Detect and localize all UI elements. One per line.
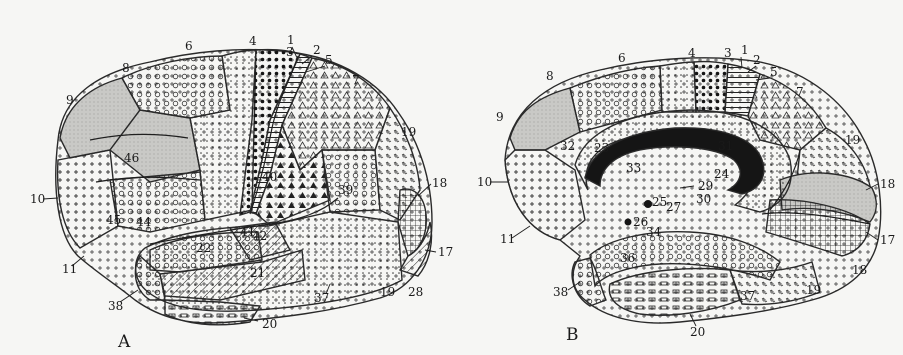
area-label: 18 — [880, 177, 895, 191]
area-label: 24 — [714, 167, 730, 181]
panel-b-medial-view — [505, 58, 881, 323]
area-label: 17 — [438, 245, 453, 259]
area-label: 25 — [652, 195, 667, 209]
area-label: 10 — [30, 192, 45, 206]
area-label: 38 — [553, 285, 568, 299]
area-label: 19 — [845, 133, 860, 147]
area-label: 37 — [314, 291, 329, 305]
area-label: 3 — [724, 46, 732, 60]
area-label: 19 — [806, 283, 821, 297]
area-label: 27 — [666, 200, 681, 214]
area-label: 9 — [66, 93, 74, 107]
area-label: 23 — [594, 141, 609, 155]
area-label: 18 — [852, 263, 867, 277]
panel-b-spot-26 — [625, 219, 632, 226]
area-label: 40 — [262, 170, 277, 184]
area-label: 5 — [325, 53, 333, 67]
area-label: 6 — [618, 51, 626, 65]
area-label: 30 — [696, 192, 711, 206]
area-label: 7 — [352, 73, 360, 87]
area-label: 39 — [338, 183, 353, 197]
area-label: 5 — [770, 65, 778, 79]
area-label: 20 — [262, 317, 277, 331]
area-label: 8 — [122, 61, 130, 75]
area-label: 31 — [718, 139, 733, 153]
area-label: 19 — [380, 285, 395, 299]
leader-line — [72, 256, 84, 266]
panel-a-label: A — [117, 332, 131, 352]
panel-b-anterior-commissure — [644, 200, 652, 208]
area-label: 9 — [496, 110, 504, 124]
area-label: 36 — [620, 251, 635, 265]
panel-a-lateral-view — [56, 50, 432, 325]
area-label: 1 — [741, 43, 749, 57]
area-label: 46 — [124, 151, 139, 165]
area-label: 10 — [477, 175, 492, 189]
area-label: 6 — [185, 39, 193, 53]
panel-b-area-4 — [694, 62, 728, 112]
area-label: 42 — [252, 229, 267, 243]
area-label: 33 — [626, 161, 641, 175]
area-label: 45 — [106, 213, 121, 227]
area-label: 4 — [249, 34, 257, 48]
area-label: 37 — [740, 289, 755, 303]
area-label: 17 — [880, 233, 895, 247]
area-label: 44 — [136, 215, 152, 229]
panel-b-label: B — [566, 325, 579, 345]
area-label: 20 — [690, 325, 705, 339]
area-label: 28 — [408, 285, 423, 299]
area-label: 8 — [546, 69, 554, 83]
area-label: 11 — [500, 232, 515, 246]
panel-b-area-6 — [660, 62, 696, 112]
area-label: 29 — [698, 179, 713, 193]
area-label: 22 — [196, 241, 211, 255]
area-label: 32 — [560, 139, 575, 153]
area-label: 2 — [753, 53, 761, 67]
area-label: 18 — [432, 176, 447, 190]
panel-a-area-44-45 — [110, 172, 205, 232]
area-label: 21 — [250, 266, 265, 280]
area-label: 34 — [646, 225, 662, 239]
area-label: 4 — [688, 46, 696, 60]
area-label: 7 — [796, 85, 804, 99]
area-label: 2 — [313, 43, 321, 57]
area-label: 19 — [401, 125, 416, 139]
panel-a-area-39 — [322, 150, 380, 212]
area-label: 11 — [62, 262, 77, 276]
